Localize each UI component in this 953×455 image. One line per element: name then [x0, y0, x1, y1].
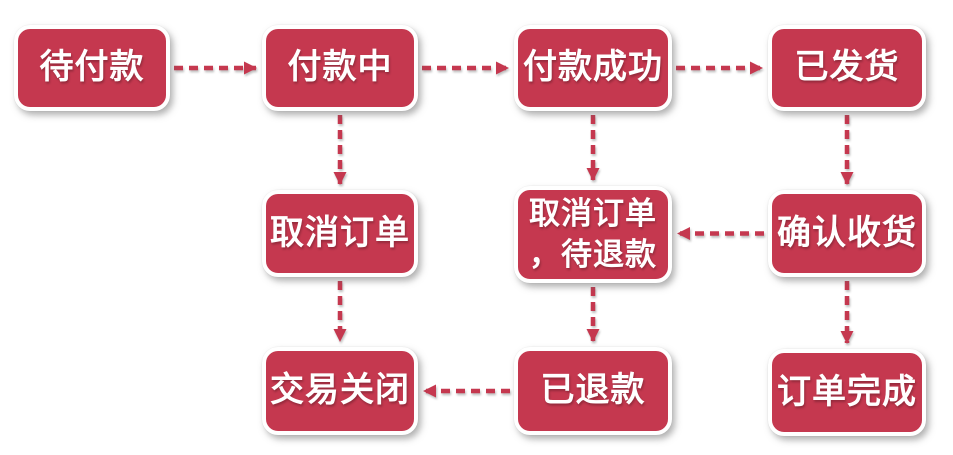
- node-trade-closed: 交易关闭: [262, 347, 418, 435]
- node-pending-payment: 待付款: [14, 25, 170, 111]
- node-label: 已发货: [794, 48, 900, 87]
- node-payment-success: 付款成功: [514, 25, 672, 111]
- node-label: 付款中: [287, 48, 393, 87]
- node-label: 订单完成: [777, 372, 917, 411]
- node-label: 交易关闭: [270, 371, 410, 410]
- node-label: 取消订单: [529, 196, 657, 232]
- node-label: 付款成功: [523, 48, 663, 87]
- node-order-complete: 订单完成: [768, 349, 926, 436]
- node-cancel-order: 取消订单: [262, 190, 418, 277]
- node-refunded: 已退款: [514, 347, 672, 435]
- node-paying: 付款中: [262, 25, 418, 111]
- node-label: 取消订单: [270, 213, 410, 252]
- node-confirm-receipt: 确认收货: [768, 190, 926, 277]
- node-label: 已退款: [540, 371, 646, 410]
- node-label: 确认收货: [777, 213, 917, 252]
- node-label: 待付款: [39, 48, 145, 87]
- node-shipped: 已发货: [768, 25, 926, 111]
- node-label: ，待退款: [529, 236, 657, 272]
- node-cancel-order-refund-pending: 取消订单 ，待退款: [514, 186, 672, 283]
